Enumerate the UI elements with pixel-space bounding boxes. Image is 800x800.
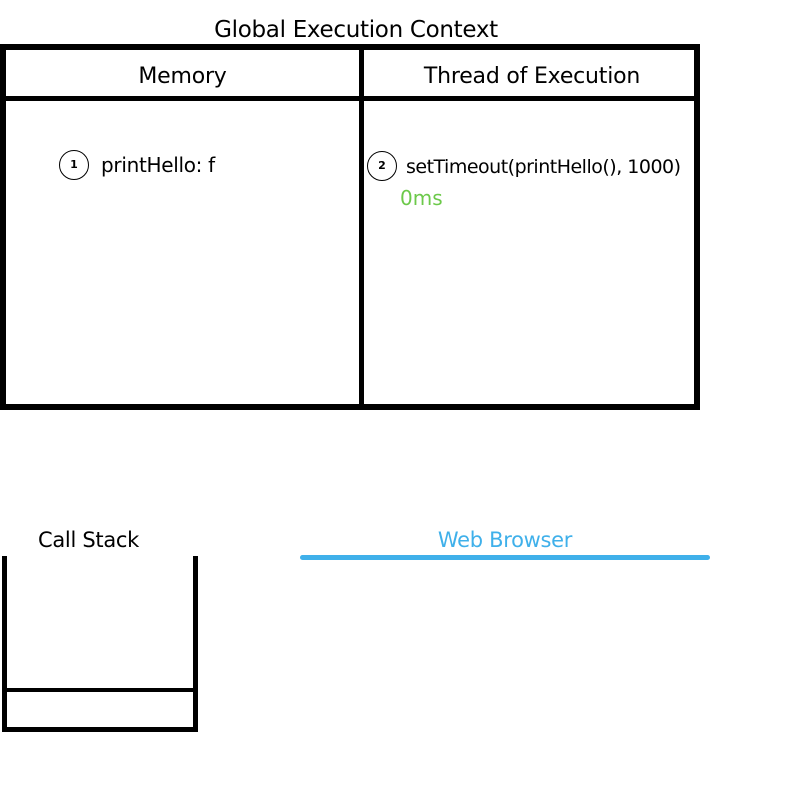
call-stack-bottom bbox=[2, 727, 198, 732]
timer-label: 0ms bbox=[400, 186, 443, 210]
thread-entry-set-timeout: setTimeout(printHello(), 1000) bbox=[406, 156, 681, 178]
memory-header: Memory bbox=[138, 64, 227, 89]
web-browser-label: Web Browser bbox=[437, 528, 573, 552]
call-stack-left-wall bbox=[2, 556, 7, 732]
call-stack-label: Call Stack bbox=[38, 528, 140, 552]
header-divider bbox=[6, 96, 694, 101]
memory-entry-print-hello: printHello: f bbox=[101, 153, 215, 177]
global-execution-context-box: Memory Thread of Execution 1 printHello:… bbox=[0, 44, 700, 410]
column-divider bbox=[359, 50, 364, 404]
call-stack-right-wall bbox=[193, 556, 198, 732]
thread-of-execution-header: Thread of Execution bbox=[423, 64, 641, 89]
global-execution-context-title: Global Execution Context bbox=[214, 17, 498, 43]
web-browser-line bbox=[300, 555, 710, 560]
step-1-marker: 1 bbox=[59, 150, 89, 180]
call-stack-frame-divider bbox=[2, 688, 198, 692]
step-2-marker: 2 bbox=[367, 151, 397, 181]
